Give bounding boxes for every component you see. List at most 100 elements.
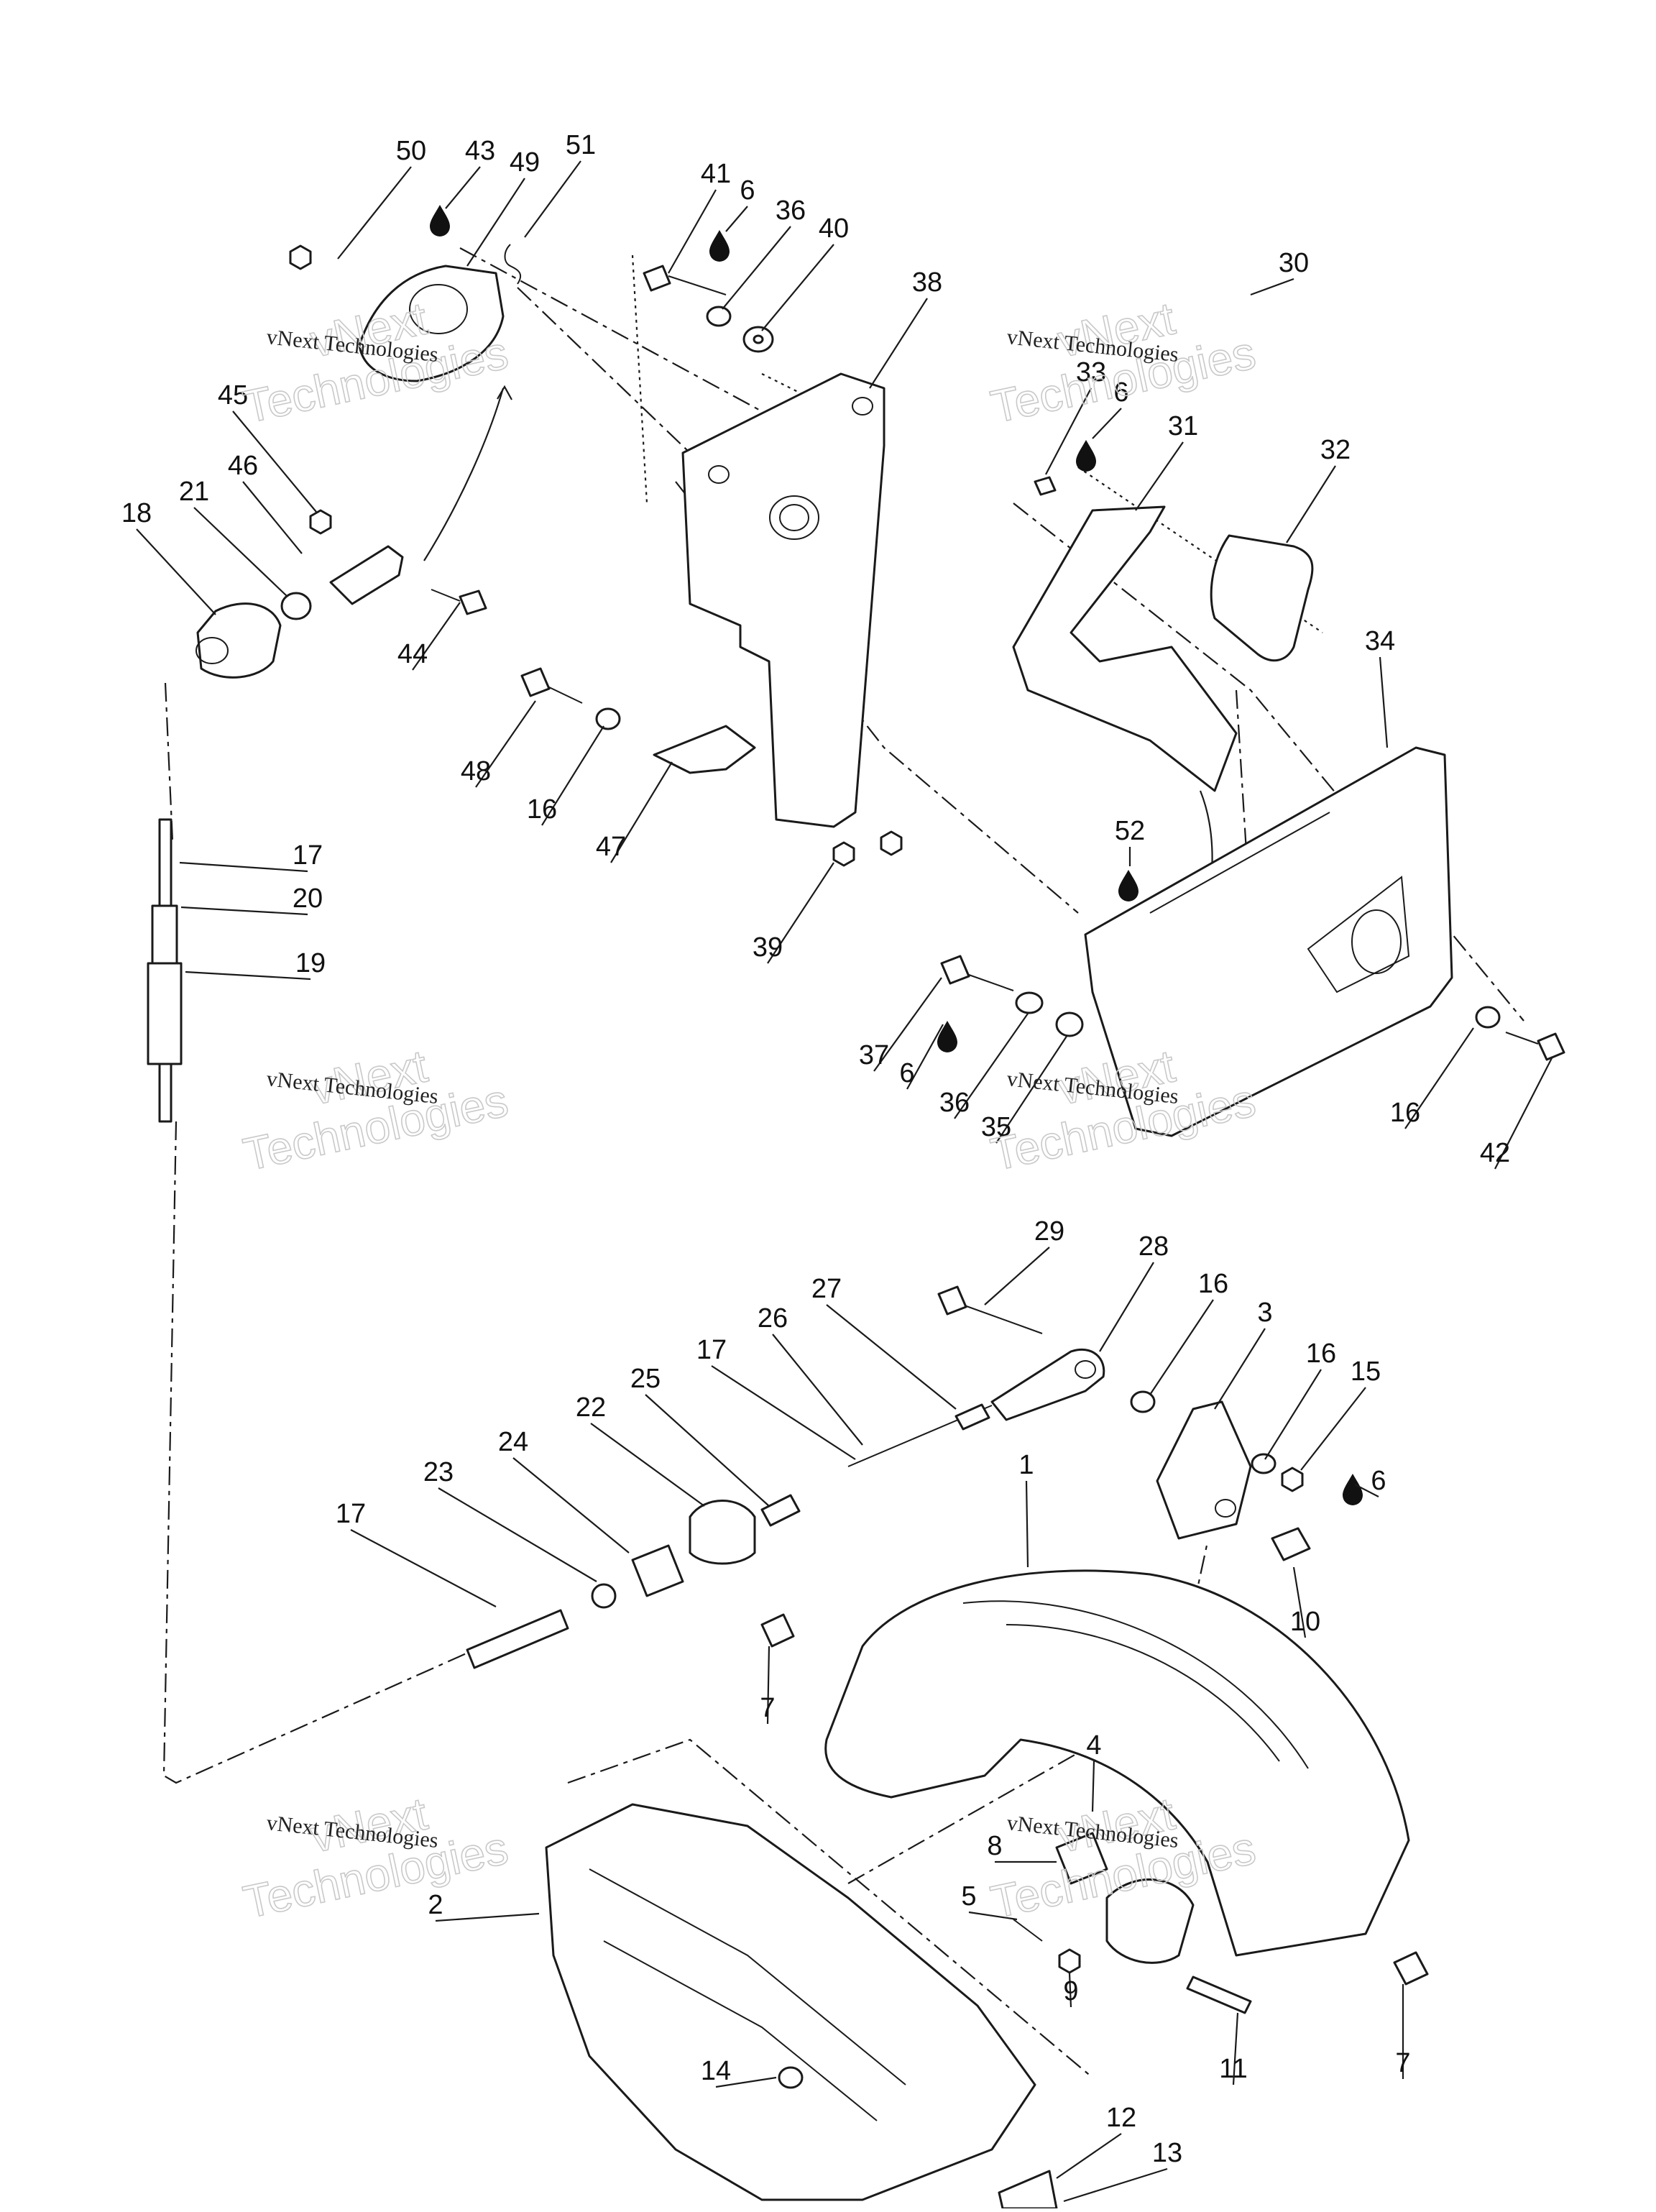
part-46-clevis [329, 545, 404, 605]
callout-c20: 20 [293, 884, 323, 914]
callout-c32: 32 [1320, 435, 1351, 465]
callout-c6d: 6 [1371, 1466, 1386, 1496]
callout-c24: 24 [498, 1427, 528, 1457]
part-50-nut [289, 244, 312, 270]
leader-line-c19 [185, 970, 311, 981]
part-47-bracket [653, 725, 756, 774]
part-21-nut [280, 592, 312, 620]
leader-line-c40 [761, 244, 834, 331]
oil-drop-icon [1343, 1474, 1363, 1505]
leader-line-c51 [524, 160, 581, 238]
callout-c27: 27 [811, 1274, 842, 1304]
part-7-bolt-b [1393, 1951, 1429, 1986]
leader-line-c2 [435, 1912, 540, 1922]
leader-line-c16b [1404, 1027, 1474, 1129]
part-49-housing [358, 265, 505, 382]
leader-line-c43 [445, 166, 481, 209]
oil-drop-symbols [430, 205, 1363, 1505]
part-16-washer-b [1475, 1006, 1501, 1029]
callout-c39: 39 [753, 932, 783, 963]
part-5-pin [1013, 1919, 1043, 1942]
leader-line-c5 [968, 1911, 1018, 1921]
part-36-washer [706, 306, 732, 327]
leader-line-c31 [1135, 441, 1184, 511]
part-25-fitting [760, 1494, 801, 1527]
leader-line-c50 [337, 166, 412, 260]
callout-c33: 33 [1076, 357, 1106, 387]
leader-line-c33 [1045, 387, 1092, 475]
callout-c5: 5 [961, 1881, 976, 1912]
callout-c13: 13 [1152, 2138, 1182, 2168]
part-17-cable-upper [158, 818, 172, 907]
callout-c7b: 7 [1395, 2048, 1410, 2078]
part-22-nut [689, 1500, 756, 1565]
callout-c6c: 6 [899, 1058, 914, 1088]
leader-line-c9 [1068, 1973, 1072, 2008]
part-19-adjuster [147, 962, 183, 1065]
part-39-nut [832, 841, 855, 867]
part-shapes [147, 244, 1565, 2210]
callout-c14: 14 [701, 2056, 731, 2086]
leader-line-c29 [984, 1247, 1050, 1305]
part-48-bolt [520, 667, 551, 697]
callout-c51: 51 [566, 130, 596, 160]
part-24-clip [631, 1544, 684, 1597]
leader-line-c23 [438, 1487, 597, 1582]
leader-line-c6c [906, 1024, 944, 1090]
callout-c22: 22 [576, 1392, 606, 1423]
callout-c46: 46 [228, 451, 258, 481]
oil-drop-icon [937, 1021, 957, 1052]
leader-line-c36a [722, 226, 791, 310]
callout-c3: 3 [1257, 1298, 1272, 1328]
part-37-bolt [940, 955, 970, 985]
leader-line-c16c [1149, 1299, 1214, 1395]
part-36-washer-b [1015, 991, 1044, 1014]
callout-c16b: 16 [1390, 1098, 1420, 1128]
leader-line-c49 [466, 178, 525, 267]
leader-line-c44 [412, 602, 461, 671]
part-10-bolt [1271, 1527, 1311, 1561]
leader-line-c39 [767, 862, 834, 964]
callout-c44: 44 [397, 639, 428, 669]
callout-c17b: 17 [696, 1335, 727, 1365]
callout-c21: 21 [179, 477, 209, 507]
part-16-washer [595, 707, 621, 730]
leader-line-c45 [232, 410, 317, 513]
part-1-upper-guard [824, 1569, 1410, 1957]
callout-c6a: 6 [740, 175, 755, 206]
part-15-nut [1281, 1467, 1304, 1492]
callout-c4: 4 [1086, 1730, 1101, 1761]
part-42-bolt [1537, 1032, 1565, 1061]
leader-line-c27 [826, 1304, 957, 1410]
leader-line-c18 [136, 528, 216, 615]
leader-line-c35 [995, 1034, 1068, 1144]
callout-c30: 30 [1279, 248, 1309, 278]
leader-line-c3 [1214, 1328, 1266, 1410]
leader-line-c34 [1379, 656, 1389, 748]
leader-line-c12 [1056, 2133, 1122, 2179]
oil-drop-icon [1076, 440, 1096, 472]
part-3-bracket [1156, 1400, 1252, 1540]
part-12-plate [998, 2170, 1058, 2210]
callout-c50: 50 [396, 136, 426, 166]
callout-c38: 38 [912, 267, 942, 298]
leader-line-c10 [1292, 1566, 1307, 1638]
callout-c12: 12 [1106, 2103, 1136, 2133]
callout-c28: 28 [1138, 1231, 1169, 1262]
leader-line-c22 [590, 1423, 705, 1507]
callout-c11: 11 [1219, 2054, 1247, 2084]
leader-line-c17b [711, 1365, 856, 1460]
callout-c35: 35 [981, 1112, 1011, 1142]
leader-line-c41 [668, 189, 717, 274]
callout-c17c: 17 [336, 1499, 366, 1529]
leader-line-c36b [954, 1013, 1029, 1119]
oil-drop-icon [430, 205, 450, 237]
part-20-ferrule [151, 904, 178, 965]
callout-c42: 42 [1480, 1138, 1510, 1168]
watermarks: vNext Technologies vNext Technologies vN… [239, 292, 1261, 1929]
callout-c16c: 16 [1198, 1269, 1228, 1299]
leader-line-c13 [1063, 2167, 1168, 2203]
leader-line-c6a [725, 206, 748, 232]
